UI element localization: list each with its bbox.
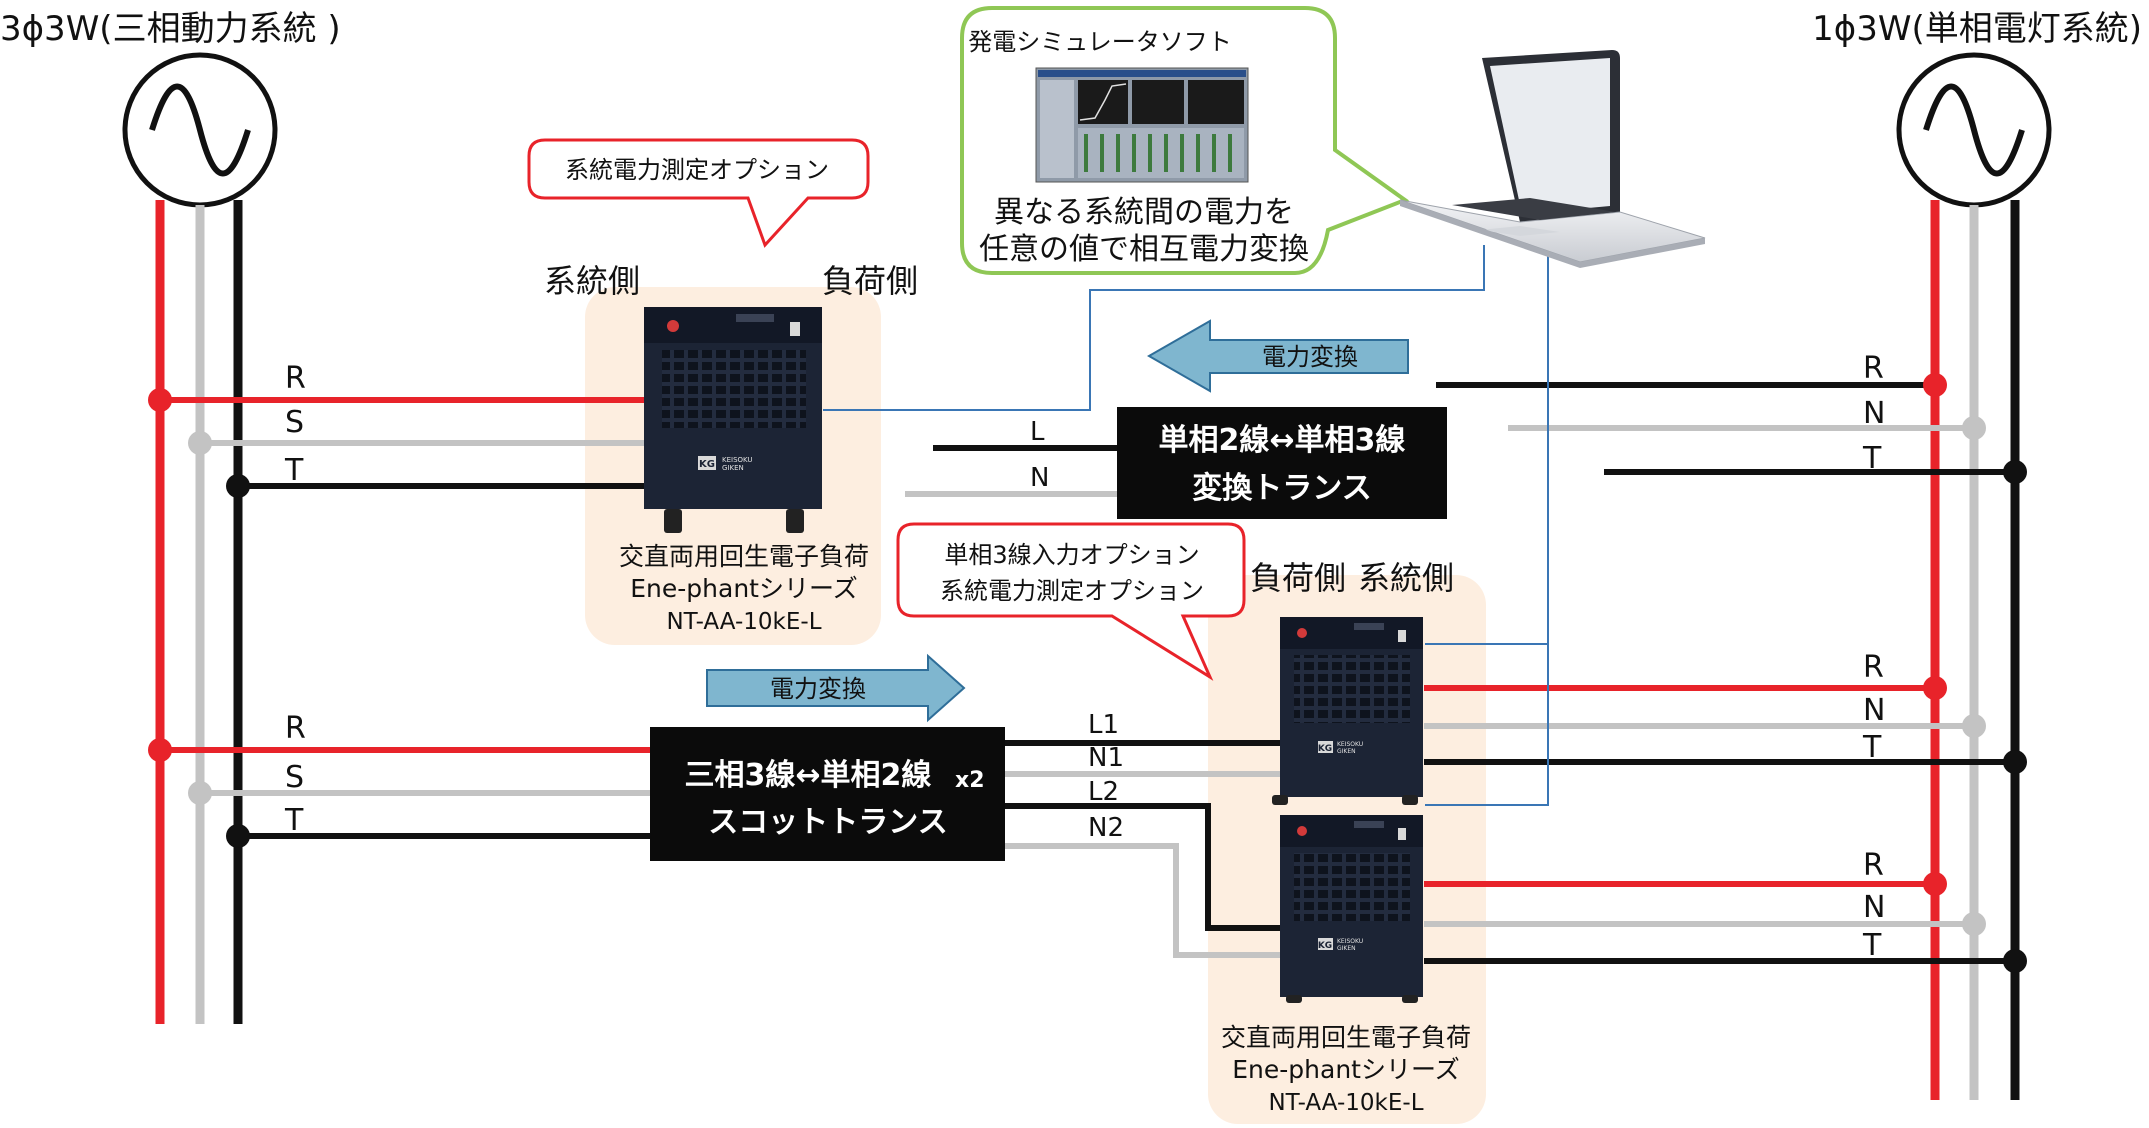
wire-label-n: N bbox=[1863, 396, 1885, 431]
laptop-icon bbox=[1399, 50, 1706, 268]
device-logo-mark: KG bbox=[1318, 941, 1332, 951]
transformer-top-line2: 変換トランス bbox=[1192, 471, 1371, 506]
wire-label-s: S bbox=[285, 405, 304, 440]
wire-label-t: T bbox=[284, 803, 304, 838]
device-logo-mark: KG bbox=[699, 459, 715, 470]
transformer-bottom bbox=[650, 727, 1005, 861]
wire-label-n: N bbox=[1030, 463, 1049, 493]
transformer-bottom-line2: スコットトランス bbox=[708, 805, 947, 840]
device-logo-brand: GIKEN bbox=[1337, 945, 1356, 952]
right-system-title: 1ϕ3W(単相電灯系統) bbox=[1812, 9, 2142, 49]
software-title: 発電シミュレータソフト bbox=[968, 28, 1232, 56]
arrow-bottom bbox=[706, 653, 966, 723]
wire-label-n2: N2 bbox=[1088, 813, 1124, 843]
top-unit-series: Ene-phantシリーズ bbox=[630, 574, 857, 603]
left-bottom-r-node bbox=[148, 738, 172, 762]
wire-label-l1: L1 bbox=[1088, 710, 1119, 740]
right-sine-icon bbox=[1923, 83, 2025, 177]
wire-label-t: T bbox=[1862, 441, 1882, 476]
signal-line-top bbox=[823, 245, 1485, 411]
wire-label-n: N bbox=[1863, 890, 1885, 925]
signal-line-right bbox=[1425, 245, 1549, 806]
bottom-unit-name: 交直両用回生電子負荷 bbox=[1221, 1023, 1471, 1052]
software-caption-line2: 任意の値で相互電力変換 bbox=[979, 232, 1309, 267]
device-logo-brand: KEISOKU bbox=[722, 456, 753, 464]
bottom-load-side-label: 負荷側 bbox=[1250, 559, 1346, 597]
top-unit-name: 交直両用回生電子負荷 bbox=[619, 542, 869, 571]
top-unit-model: NT-AA-10kE-L bbox=[666, 609, 821, 635]
device-logo-mark: KG bbox=[1318, 744, 1332, 754]
right-bottom-t-node bbox=[2003, 949, 2027, 973]
top-load-side-label: 負荷側 bbox=[822, 262, 918, 300]
bottom-unit-model: NT-AA-10kE-L bbox=[1268, 1090, 1423, 1116]
wire-label-r: R bbox=[285, 711, 306, 746]
right-mid-n-node bbox=[1962, 714, 1986, 738]
device-logo-brand: GIKEN bbox=[1337, 748, 1356, 755]
software-caption-line1: 異なる系統間の電力を bbox=[994, 195, 1294, 230]
bottom-device-upper: KG KEISOKU GIKEN bbox=[1272, 617, 1423, 805]
wire-label-r: R bbox=[1863, 351, 1884, 386]
arrow-bottom-label: 電力変換 bbox=[770, 675, 866, 703]
left-system-title: 3ϕ3W(三相動力系統 ) bbox=[0, 9, 341, 49]
wire-label-s: S bbox=[285, 760, 304, 795]
right-mid-r-node bbox=[1923, 676, 1947, 700]
right-mid-t-node bbox=[2003, 750, 2027, 774]
bottom-grid-side-label: 系統側 bbox=[1358, 559, 1454, 597]
option-mid-bubble bbox=[896, 522, 1246, 681]
wire-label-r: R bbox=[1863, 848, 1884, 883]
wire-label-n1: N1 bbox=[1088, 743, 1124, 773]
device-logo-brand: KEISOKU bbox=[1337, 741, 1363, 748]
right-bottom-r-node bbox=[1923, 872, 1947, 896]
transformer-bottom-suffix: x2 bbox=[955, 768, 985, 793]
left-top-t-node bbox=[226, 474, 250, 498]
left-bottom-s-node bbox=[188, 781, 212, 805]
transformer-top-line1: 単相2線↔単相3線 bbox=[1159, 423, 1406, 458]
transformer-bottom-line1: 三相3線↔単相2線 bbox=[685, 758, 932, 793]
right-top-r-node bbox=[1923, 373, 1947, 397]
top-device: KG KEISOKU GIKEN bbox=[644, 307, 822, 533]
tr-bottom-n2-wire bbox=[1005, 843, 1280, 958]
right-bottom-n-node bbox=[1962, 912, 1986, 936]
wire-label-r: R bbox=[1863, 650, 1884, 685]
wire-label-l2: L2 bbox=[1088, 777, 1119, 807]
bottom-device-lower: KG KEISOKU GIKEN bbox=[1280, 815, 1423, 1003]
software-screenshot bbox=[1035, 67, 1249, 183]
top-grid-side-label: 系統側 bbox=[544, 262, 640, 300]
wire-label-t: T bbox=[1862, 730, 1882, 765]
left-top-r-node bbox=[148, 388, 172, 412]
left-bottom-t-node bbox=[226, 824, 250, 848]
right-top-t-node bbox=[2003, 460, 2027, 484]
wire-label-r: R bbox=[285, 361, 306, 396]
wire-label-t: T bbox=[1862, 928, 1882, 963]
wire-label-l: L bbox=[1030, 417, 1045, 447]
option-top-label: 系統電力測定オプション bbox=[565, 156, 829, 184]
device-logo-brand: GIKEN bbox=[722, 464, 744, 472]
arrow-top-label: 電力変換 bbox=[1262, 343, 1358, 371]
option-top-bubble bbox=[527, 138, 870, 248]
option-mid-line2: 系統電力測定オプション bbox=[940, 577, 1204, 605]
wire-label-t: T bbox=[284, 453, 304, 488]
left-sine-icon bbox=[149, 83, 251, 177]
tr-bottom-l2-wire bbox=[1005, 803, 1280, 931]
arrow-top bbox=[1146, 319, 1409, 393]
left-top-s-node bbox=[188, 431, 212, 455]
right-top-n-node bbox=[1962, 416, 1986, 440]
device-logo-brand: KEISOKU bbox=[1337, 938, 1363, 945]
bottom-unit-series: Ene-phantシリーズ bbox=[1232, 1055, 1459, 1084]
wire-label-n: N bbox=[1863, 693, 1885, 728]
option-mid-line1: 単相3線入力オプション bbox=[944, 541, 1199, 569]
transformer-top bbox=[1117, 407, 1447, 519]
